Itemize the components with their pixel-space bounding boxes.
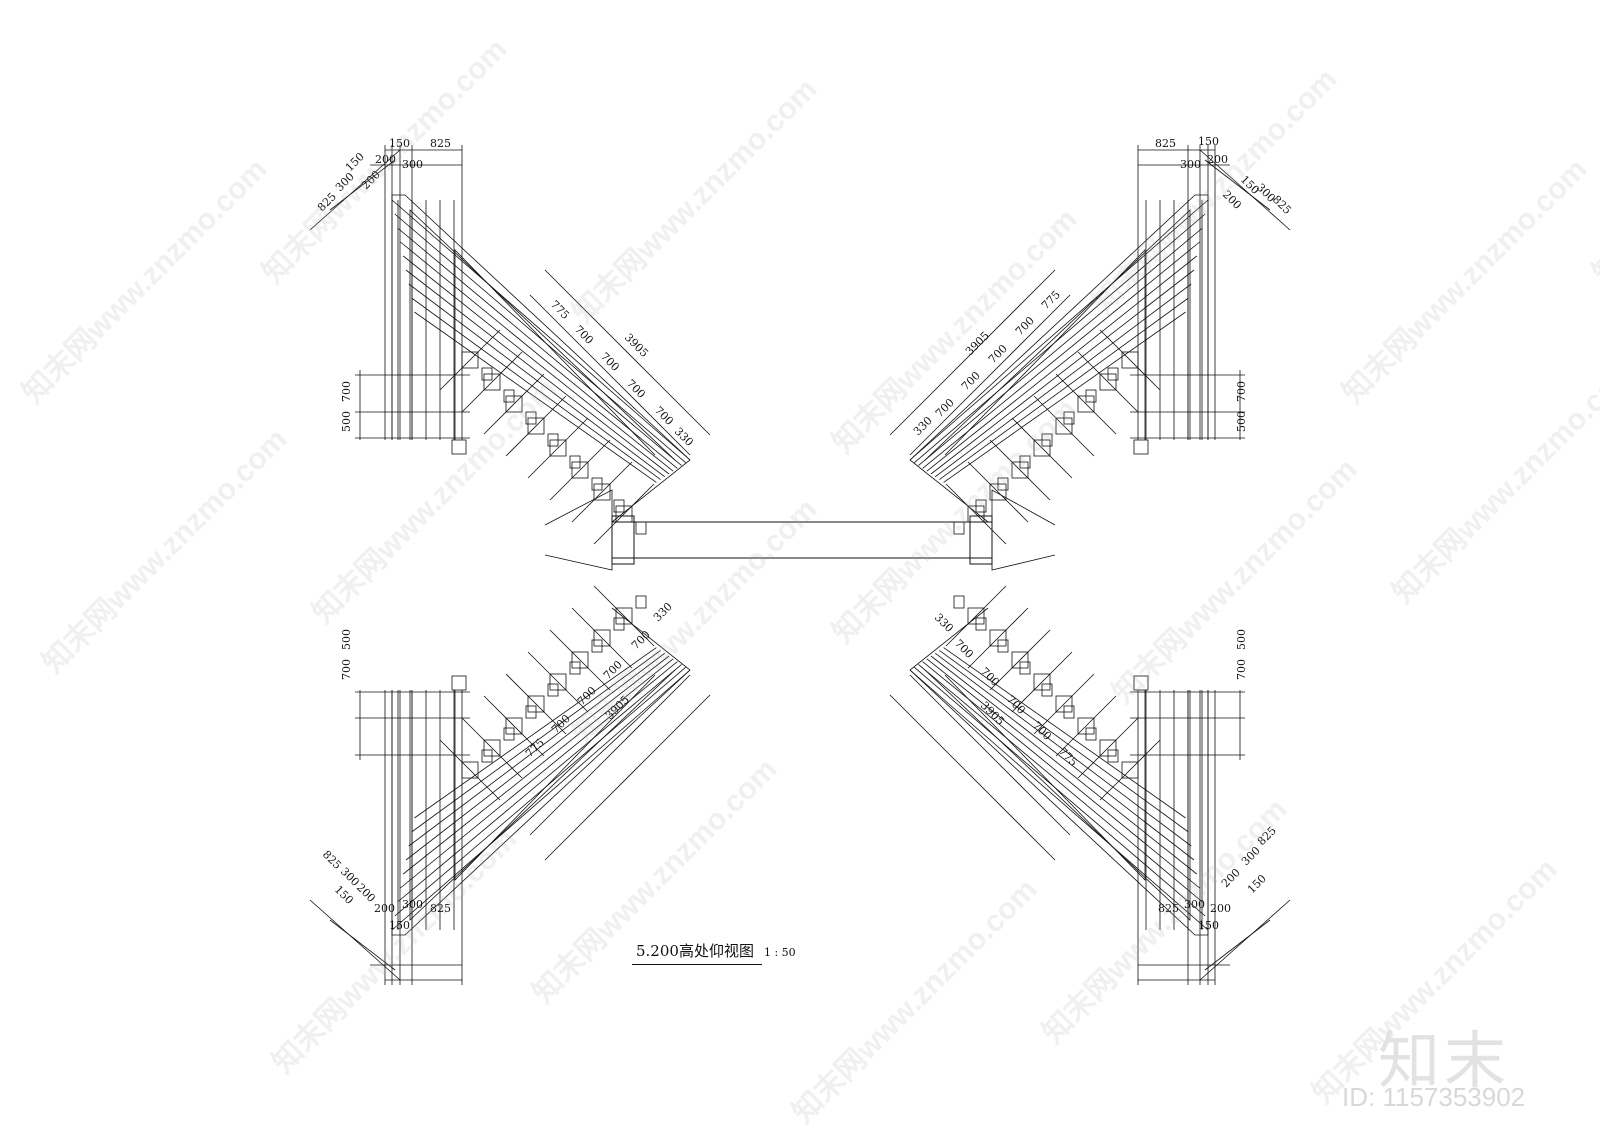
dim-330: 330: [672, 425, 696, 449]
roof-wings: [309, 145, 1291, 985]
dim-300: 300: [402, 898, 423, 911]
central-beam: [611, 515, 993, 565]
dim-700: 700: [652, 404, 676, 428]
dim-825: 825: [1158, 902, 1179, 915]
wing-quadrant-0: [309, 145, 711, 545]
wing-quadrant-1: [889, 145, 1291, 545]
dim-500: 500: [340, 629, 353, 650]
dim-700: 700: [340, 659, 353, 680]
dim-200: 200: [1207, 153, 1228, 166]
drawing-title-text: 5.200高处仰视图: [636, 942, 754, 960]
dim-700: 700: [959, 369, 983, 393]
drawing-title: 5.200高处仰视图 1 : 50: [636, 940, 796, 961]
dim-200: 200: [1210, 902, 1231, 915]
dim-150: 150: [1245, 872, 1269, 896]
dim-300: 300: [1184, 898, 1205, 911]
dim-330: 330: [932, 611, 956, 635]
dim-825: 825: [1155, 137, 1176, 150]
brand-id: ID: 1157353902: [1342, 1082, 1526, 1112]
dim-700: 700: [952, 637, 976, 661]
dim-700: 700: [1013, 314, 1037, 338]
dim-500: 500: [1235, 629, 1248, 650]
dim-330: 330: [911, 414, 935, 438]
dim-300: 300: [1180, 158, 1201, 171]
dim-500: 500: [340, 411, 353, 432]
dim-700: 700: [340, 381, 353, 402]
dim-200: 200: [374, 902, 395, 915]
dim-3905: 3905: [622, 331, 651, 360]
dim-775: 775: [1039, 288, 1063, 312]
dim-150: 150: [389, 137, 410, 150]
wing-quadrant-2: [309, 585, 711, 985]
dim-700: 700: [986, 342, 1010, 366]
title-underline: [632, 964, 762, 965]
dim-825: 825: [430, 137, 451, 150]
dim-700: 700: [933, 396, 957, 420]
dim-150: 150: [389, 919, 410, 932]
dim-150: 150: [1198, 135, 1219, 148]
dim-700: 700: [1235, 659, 1248, 680]
dim-825: 825: [320, 848, 344, 872]
dim-700: 700: [598, 350, 622, 374]
brand-logo: 知末: [1378, 1024, 1511, 1097]
dim-200: 200: [375, 153, 396, 166]
dim-700: 700: [1004, 693, 1028, 717]
dim-775: 775: [1056, 745, 1080, 769]
dim-150: 150: [1198, 919, 1219, 932]
dim-300: 300: [402, 158, 423, 171]
wing-quadrant-3: [889, 585, 1291, 985]
drawing-scale: 1 : 50: [763, 946, 796, 959]
dim-500: 500: [1235, 411, 1248, 432]
dim-775: 775: [523, 736, 547, 760]
dim-825: 825: [430, 902, 451, 915]
dim-700: 700: [624, 377, 648, 401]
dim-700: 700: [1235, 381, 1248, 402]
dim-700: 700: [978, 665, 1002, 689]
